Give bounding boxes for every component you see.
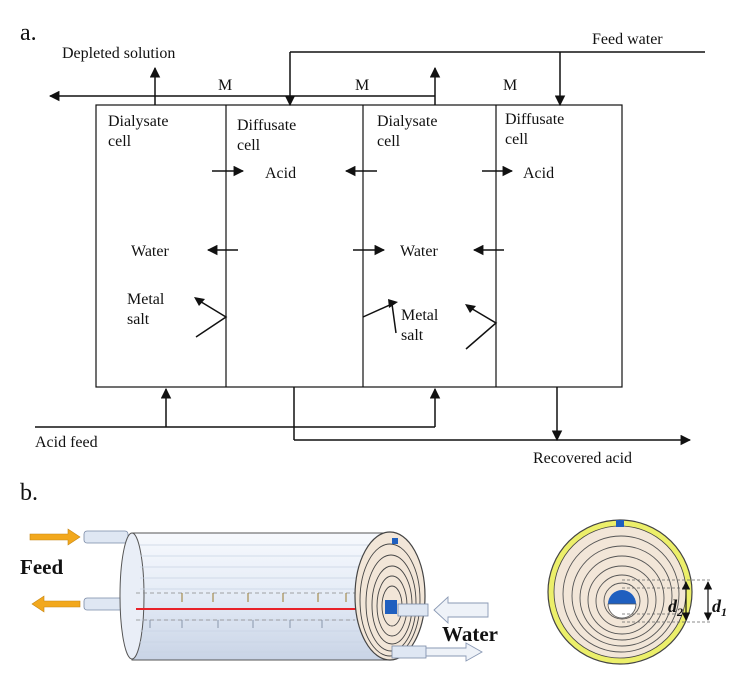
metal-arrowheads: [194, 297, 476, 313]
feed-label: Feed: [20, 555, 63, 579]
panel-b-label: b.: [20, 480, 38, 506]
cell-3-sub: cell: [377, 133, 401, 150]
cell-2-name: Diffusate: [237, 117, 296, 134]
cell-stack-outline: [95, 104, 623, 388]
d1-label: d1: [712, 596, 727, 619]
cell-3-name: Dialysate: [377, 113, 437, 130]
water-in-arrow: [433, 595, 489, 625]
feed-arrows: [29, 528, 81, 613]
bottom-piping: [35, 387, 692, 446]
dimension-guides: [622, 579, 712, 623]
cell-1-sub: cell: [108, 133, 132, 150]
cross-section-core-top: [608, 590, 636, 604]
metal-arrowhead-3: [465, 304, 476, 313]
top-piping: [48, 51, 705, 107]
feed-water-label: Feed water: [592, 31, 663, 48]
d2-label: d2: [668, 596, 683, 619]
salt-label-1: salt: [127, 311, 150, 328]
pipe-top-left: [83, 530, 129, 544]
cell-4-sub: cell: [505, 131, 529, 148]
small-arrows-bottom: [149, 620, 323, 628]
cross-section-mark: [616, 520, 624, 527]
transport-arrows: [195, 165, 514, 350]
membrane-mark-2: M: [355, 77, 369, 94]
metal-label-2: Metal: [401, 307, 439, 324]
cross-section-core-bottom: [607, 603, 637, 619]
membrane-mark-3: M: [503, 77, 517, 94]
small-arrows-top: [181, 593, 347, 602]
recovered-acid-label: Recovered acid: [533, 450, 632, 467]
cross-section-spiral: [562, 535, 680, 653]
feed-in-arrow: [29, 528, 81, 546]
metal-arrow-2: [362, 302, 397, 334]
water-label: Water: [442, 622, 498, 646]
module-body: [124, 532, 391, 661]
depleted-solution-label: Depleted solution: [62, 45, 175, 62]
acid-label-1: Acid: [265, 165, 296, 182]
cell-4-name: Diffusate: [505, 111, 564, 128]
module-left-cap: [119, 532, 145, 660]
salt-label-2: salt: [401, 327, 424, 344]
metal-arrow-3: [465, 306, 498, 350]
water-pipe: [397, 603, 429, 617]
cell-1-name: Dialysate: [108, 113, 168, 130]
cell-2-sub: cell: [237, 137, 261, 154]
metal-arrowhead-2: [388, 299, 398, 308]
membrane-mark-1: M: [218, 77, 232, 94]
acid-label-2: Acid: [523, 165, 554, 182]
end-face-core: [385, 600, 397, 614]
spiral-module: [83, 530, 489, 662]
end-face-mark: [392, 538, 398, 544]
acid-feed-label: Acid feed: [35, 434, 98, 451]
water-label-2: Water: [400, 243, 438, 260]
cell-boxes: [95, 104, 623, 388]
metal-arrow-1: [195, 299, 228, 338]
module-end-face: [354, 531, 426, 661]
metal-label-1: Metal: [127, 291, 165, 308]
outlet-arrow-right: [425, 642, 483, 662]
water-label-1: Water: [131, 243, 169, 260]
metal-arrowhead-1: [194, 297, 205, 306]
cross-section: [547, 519, 713, 665]
feed-out-arrow: [31, 595, 81, 613]
pipe-bottom-right: [391, 645, 427, 659]
panel-a-label: a.: [20, 20, 37, 46]
